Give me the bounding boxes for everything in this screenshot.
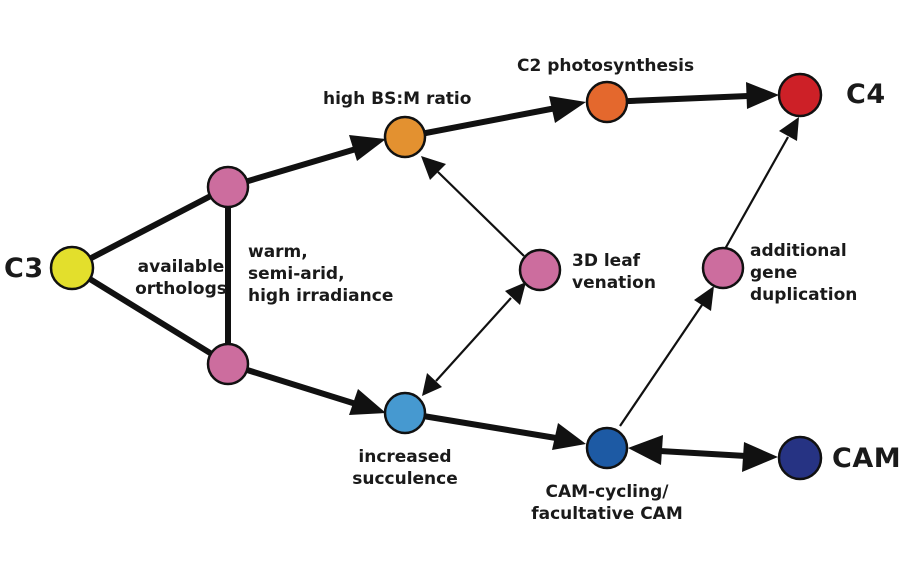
- label-cam: CAM: [832, 443, 902, 474]
- label-available-orthologs: available orthologs: [135, 257, 227, 299]
- node-available-orthologs-top: [206, 165, 250, 209]
- edge-cam-cycling-to-gene-duplication: [619, 286, 714, 427]
- label-c2-photosynthesis: C2 photosynthesis: [517, 56, 695, 76]
- edge-c3-to-pink-bottom: [69, 265, 231, 367]
- edge-pink-bottom-to-succulence: [227, 361, 386, 415]
- node-high-bsm-ratio: [383, 115, 427, 159]
- edge-succulence-to-cam-cycling: [404, 410, 586, 450]
- node-increased-succulence: [383, 391, 427, 435]
- label-high-bsm-ratio: high BS:M ratio: [323, 89, 472, 109]
- label-3d-leaf-venation: 3D leaf venation: [572, 251, 656, 293]
- node-cam-cycling: [585, 426, 629, 470]
- label-warm-semi-arid: warm, semi-arid, high irradiance: [248, 242, 394, 306]
- edge-pink-top-to-high-bsm: [227, 135, 386, 190]
- label-additional-gene-duplication: additional gene duplication: [750, 241, 858, 305]
- label-c3: C3: [4, 253, 44, 284]
- edge-cam-cycling-cam-bidirectional: [628, 435, 778, 472]
- node-c2-photosynthesis: [585, 80, 629, 124]
- label-increased-succulence: increased succulence: [352, 447, 458, 489]
- edge-c2-to-c4: [606, 82, 779, 109]
- node-c3: [49, 245, 95, 291]
- node-cam: [777, 435, 823, 481]
- edge-high-bsm-to-c2: [404, 96, 586, 140]
- node-c4: [777, 72, 823, 118]
- edge-c3-to-pink-top: [69, 184, 231, 271]
- node-available-orthologs-bottom: [206, 342, 250, 386]
- edge-gene-duplication-to-c4: [724, 117, 799, 250]
- node-3d-leaf-venation: [518, 248, 562, 292]
- node-additional-gene-duplication: [701, 246, 745, 290]
- edge-succulence-leaf-venation-bidirectional: [422, 282, 526, 396]
- label-c4: C4: [846, 79, 886, 110]
- edge-leaf-venation-to-high-bsm: [421, 156, 525, 257]
- label-cam-cycling: CAM-cycling/ facultative CAM: [531, 482, 683, 524]
